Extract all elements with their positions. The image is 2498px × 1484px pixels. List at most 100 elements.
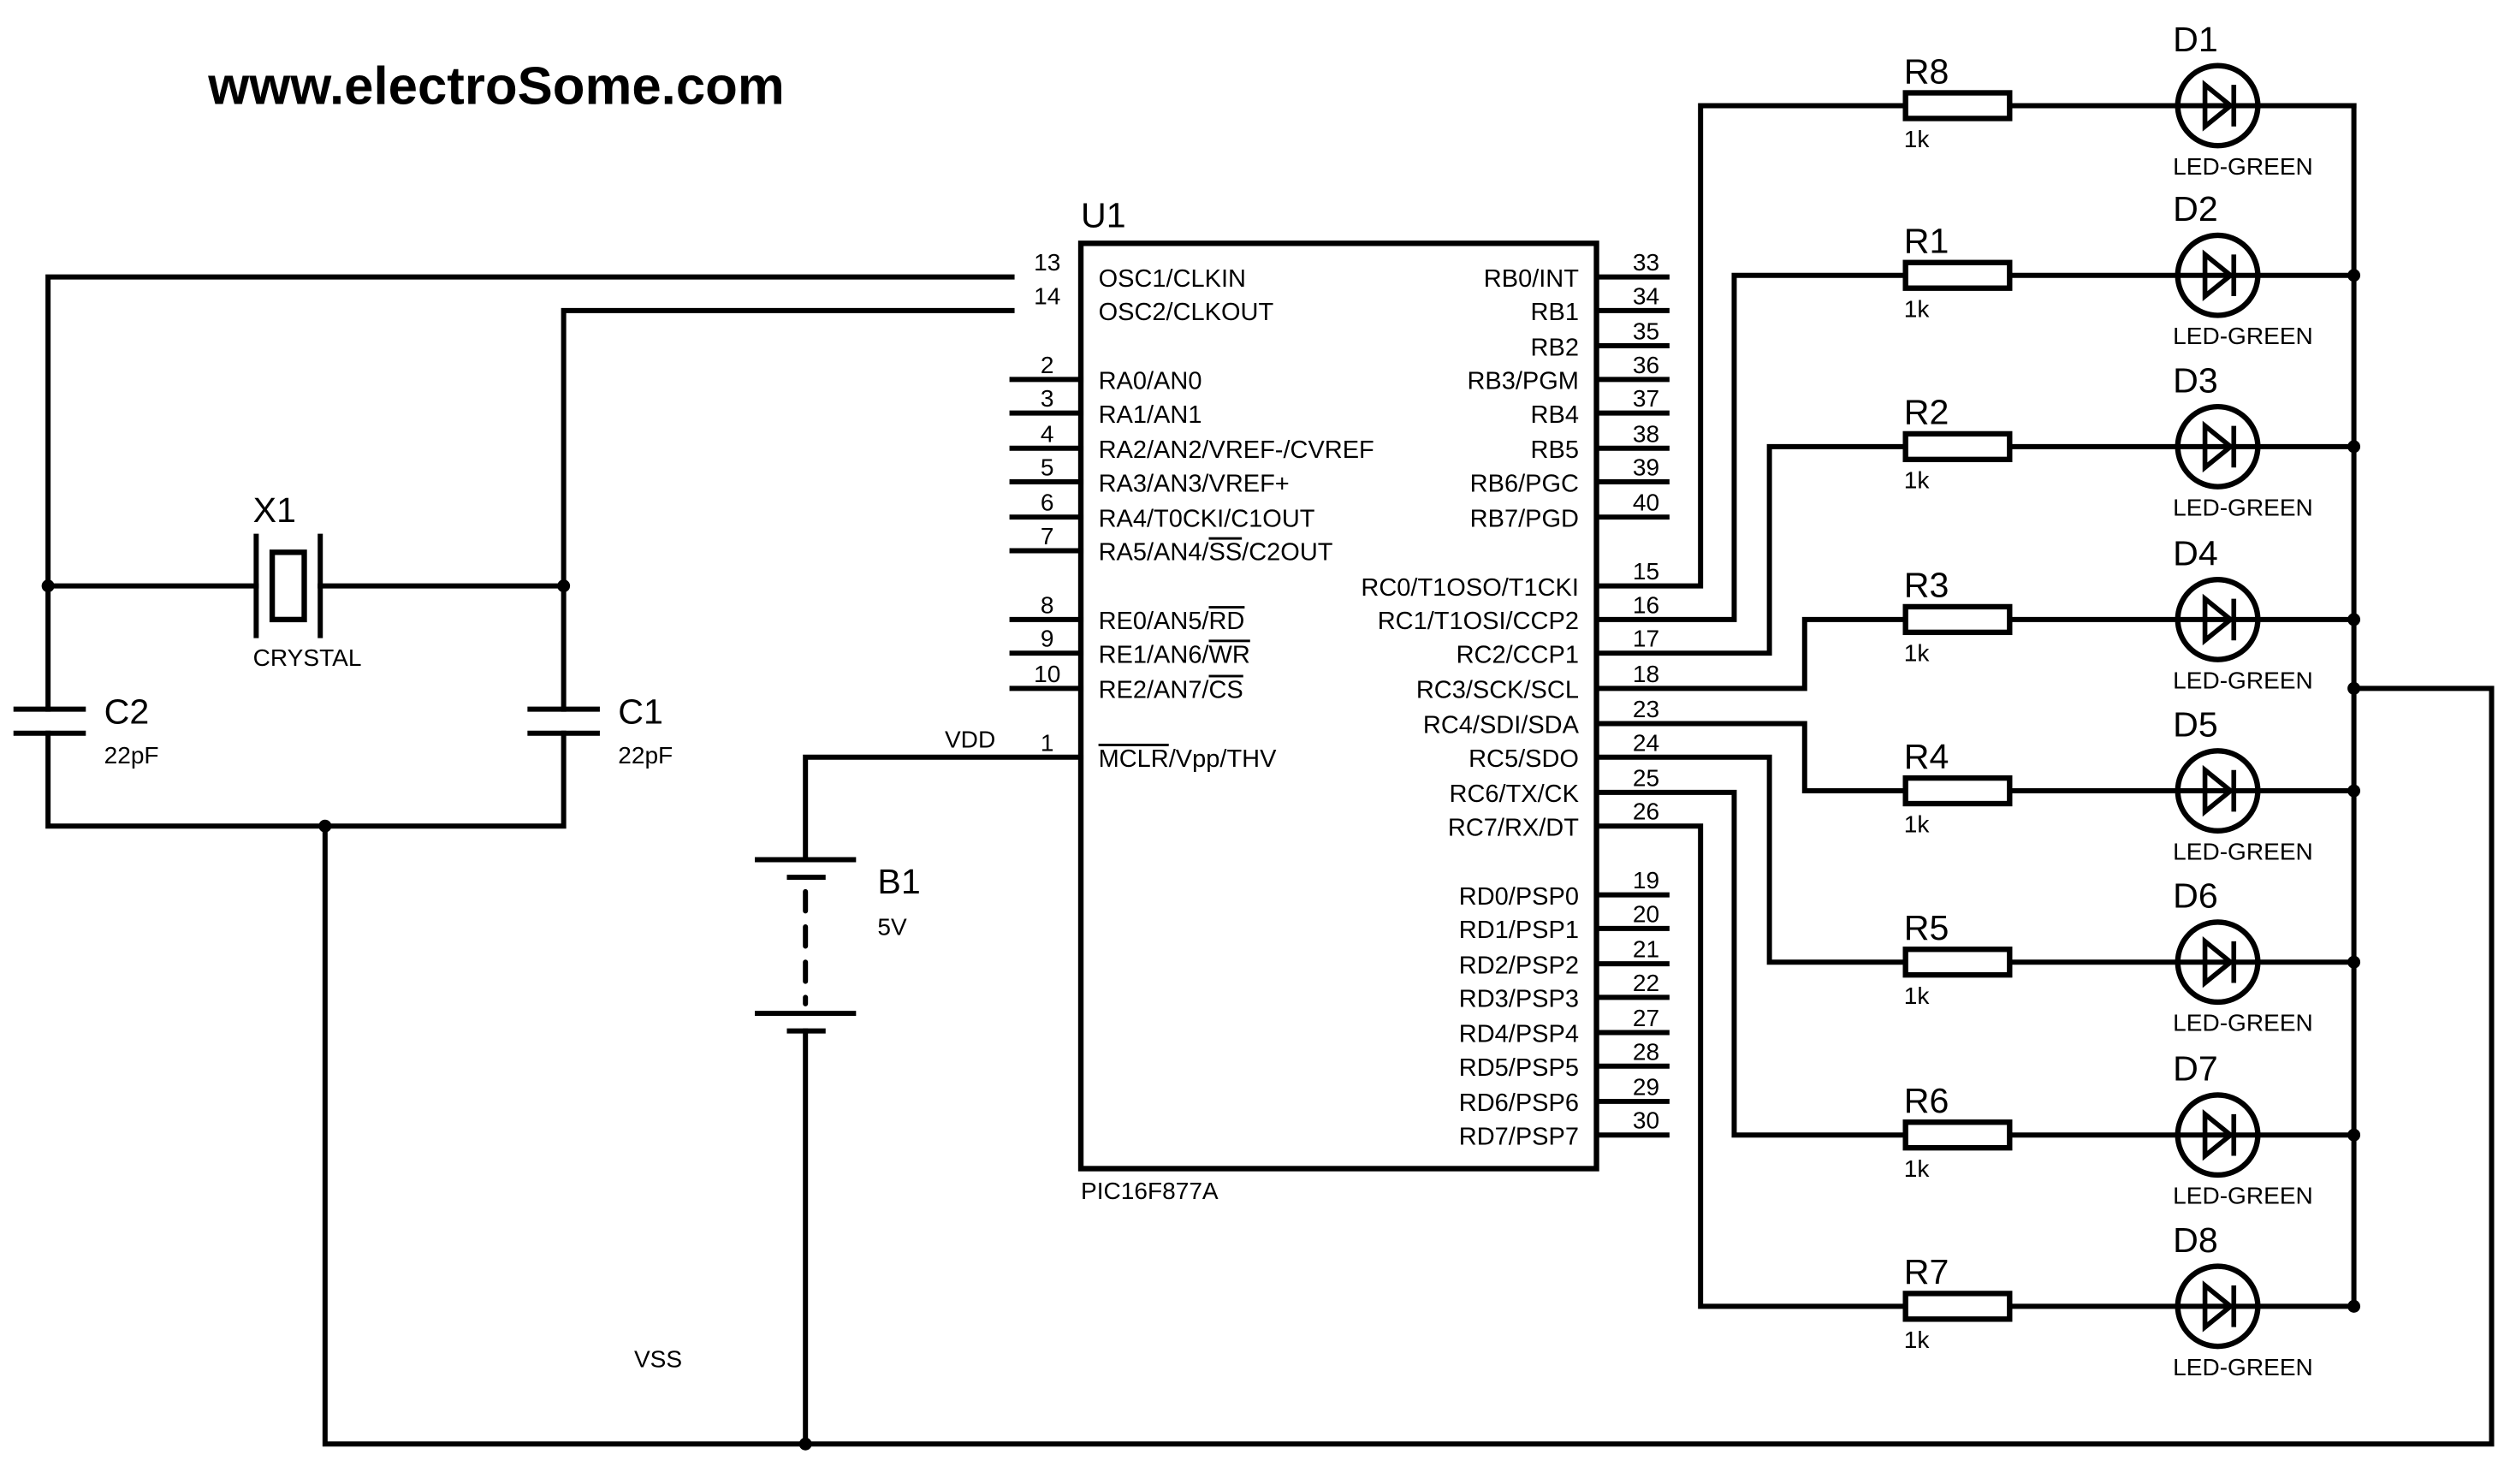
mcu-left-pins: 13OSC1/CLKIN14OSC2/CLKOUT2RA0/AN03RA1/AN… (1009, 249, 1374, 773)
pin-name-part: WR (1209, 641, 1250, 668)
pin-name: RE0/AN5/RD (1099, 608, 1245, 635)
site-title: www.electroSome.com (207, 57, 785, 116)
led-body-icon (2175, 1263, 2261, 1350)
resistor-value-label: 1k (1904, 640, 1931, 667)
led-ref-label: D8 (2173, 1220, 2218, 1260)
led-value-label: LED-GREEN (2173, 1183, 2313, 1209)
resistor-body (1902, 1291, 2013, 1322)
pin-name: RC0/T1OSO/T1CKI (1361, 574, 1579, 602)
pin-number: 7 (1041, 523, 1054, 549)
signal-wire (1593, 823, 1908, 1309)
led-value-label: LED-GREEN (2173, 838, 2313, 864)
pin-name: RA5/AN4/SS/C2OUT (1099, 539, 1333, 567)
resistor-ref-label: R1 (1904, 222, 1949, 261)
pin-number: 23 (1633, 696, 1659, 722)
capacitor-c2: C2 22pF (13, 692, 159, 769)
pin-name-part: /C2OUT (1242, 539, 1333, 567)
pin-name: RE2/AN7/CS (1099, 677, 1243, 704)
pin-number: 26 (1633, 798, 1659, 825)
signal-wire (1593, 103, 1908, 589)
resistor-ref-label: R7 (1904, 1252, 1949, 1291)
diode-triangle-icon (2202, 1280, 2234, 1333)
pin-number: 8 (1041, 591, 1054, 618)
pin-number: 4 (1041, 420, 1054, 447)
led-body-icon (2175, 919, 2261, 1006)
battery-b1: B1 5V (755, 857, 921, 1034)
pin-name: RA2/AN2/VREF-/CVREF (1099, 436, 1374, 464)
pin-name: RB0/INT (1484, 265, 1579, 293)
pin-name: RC7/RX/DT (1448, 814, 1579, 841)
osc1-wire (45, 274, 1015, 589)
pin-number: 21 (1633, 936, 1659, 963)
junction-dot (798, 1437, 812, 1451)
pin-name: RC5/SDO (1469, 745, 1579, 773)
diode-triangle-icon (2202, 764, 2234, 817)
resistor-body (1902, 90, 2013, 122)
crystal-x1: X1 CRYSTAL (253, 490, 362, 671)
led-body-icon (2175, 62, 2261, 149)
led-body-icon (2175, 1092, 2261, 1178)
pin-number: 19 (1633, 867, 1659, 893)
pin-name: RB4 (1531, 401, 1579, 429)
pin-number: 15 (1633, 558, 1659, 585)
junction-dot (2347, 613, 2361, 626)
pin-number: 36 (1633, 352, 1659, 378)
resistor-ref-label: R8 (1904, 51, 1949, 91)
resistor-value-label: 1k (1904, 467, 1931, 494)
led-body-icon (2175, 748, 2261, 834)
pin-name: RC2/CCP1 (1457, 641, 1579, 668)
battery-value-label: 5V (877, 913, 907, 940)
mcu-part-label: PIC16F877A (1081, 1178, 1219, 1204)
pin-number: 30 (1633, 1107, 1659, 1134)
mcu-body (1077, 240, 1599, 1172)
pin-number: 38 (1633, 420, 1659, 447)
junction-dot (557, 579, 571, 593)
resistor-ref-label: R5 (1904, 908, 1949, 947)
resistor-value-label: 1k (1904, 295, 1931, 322)
pin-number: 25 (1633, 764, 1659, 791)
resistor-value-label: 1k (1904, 126, 1931, 152)
oscillator-circuit: X1 CRYSTAL C2 22pF C1 22pF (13, 274, 1015, 833)
c2-ref-label: C2 (104, 692, 150, 731)
resistor-body (1902, 947, 2013, 978)
pin-number: 16 (1633, 591, 1659, 618)
resistor-ref-label: R4 (1904, 737, 1949, 776)
pin-name-part: RA5/AN4/ (1099, 539, 1210, 567)
led-value-label: LED-GREEN (2173, 1354, 2313, 1380)
pin-name: RD6/PSP6 (1459, 1089, 1579, 1117)
pin-name-part: CS (1209, 677, 1243, 704)
pin-number: 33 (1633, 249, 1659, 276)
battery-ref-label: B1 (877, 862, 920, 901)
pin-number: 35 (1633, 318, 1659, 345)
diode-triangle-icon (2202, 249, 2234, 301)
led-body-icon (2175, 403, 2261, 490)
pin-name: RC1/T1OSI/CCP2 (1378, 608, 1579, 635)
resistor-value-label: 1k (1904, 811, 1931, 838)
resistor-body (1902, 775, 2013, 807)
pin-name-part: RE2/AN7/ (1099, 677, 1210, 704)
pin-name-part: /Vpp/THV (1169, 745, 1277, 773)
signal-wire (1593, 443, 1908, 656)
pin-name: RE1/AN6/WR (1099, 641, 1250, 668)
pin-number: 34 (1633, 282, 1659, 309)
led-value-label: LED-GREEN (2173, 494, 2313, 520)
pin-name: RA4/T0CKI/C1OUT (1099, 505, 1315, 532)
pin-name: RC4/SDI/SDA (1423, 712, 1580, 739)
c1-ref-label: C1 (618, 692, 663, 731)
pin-name: RB5 (1531, 436, 1579, 464)
led-ref-label: D3 (2173, 360, 2218, 400)
pin-name: RD3/PSP3 (1459, 986, 1579, 1013)
vss-ground-wire (322, 686, 2495, 1447)
pin-number: 40 (1633, 490, 1659, 516)
pin-number: 29 (1633, 1073, 1659, 1100)
pin-number: 5 (1041, 454, 1054, 481)
signal-wire (1593, 721, 1908, 794)
pin-number: 1 (1041, 729, 1054, 756)
pin-name: RD7/PSP7 (1459, 1123, 1579, 1150)
pin-name: RB7/PGD (1470, 505, 1579, 532)
pin-name: RD1/PSP1 (1459, 917, 1579, 944)
